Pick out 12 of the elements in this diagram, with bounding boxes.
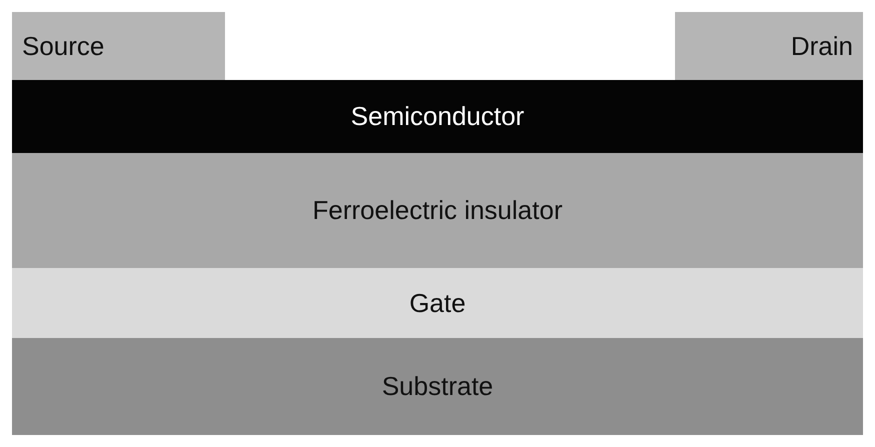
layer-label: Drain <box>790 30 853 62</box>
layer-label: Gate <box>409 288 466 318</box>
layer-label: Semiconductor <box>350 101 524 132</box>
source-electrode <box>12 12 225 80</box>
layer-label: Substrate <box>382 371 494 402</box>
semiconductor-layer <box>12 80 863 153</box>
substrate-layer <box>12 338 863 435</box>
layer-label: Ferroelectric insulator <box>312 195 562 226</box>
drain-electrode <box>675 12 863 80</box>
gate-layer <box>12 268 863 338</box>
ferroelectric-layer <box>12 153 863 268</box>
layer-label: Source <box>22 30 104 62</box>
